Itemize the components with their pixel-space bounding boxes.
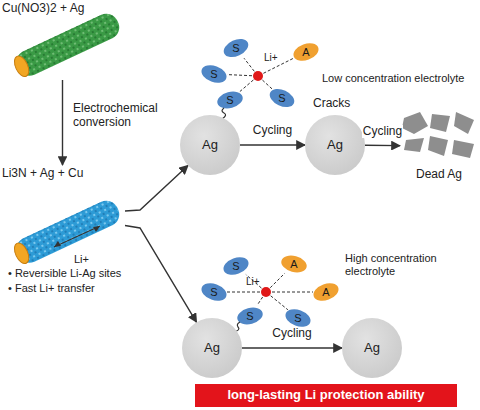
coordination-line: [272, 292, 313, 293]
annotation: High concentration electrolyte: [345, 252, 475, 277]
annotation: Li+: [246, 276, 260, 288]
ag-particle: CracksAg: [305, 115, 365, 175]
coordination-line: [270, 273, 285, 288]
coordination-line: [246, 275, 262, 289]
connector-arrow: [242, 347, 342, 348]
node-text: Ag: [202, 138, 218, 153]
annotation: • Fast Li+ transfer: [8, 282, 95, 295]
annotation: • Reversible Li-Ag sites: [8, 267, 121, 280]
ion-letter: S: [246, 310, 253, 323]
coordination-line: [262, 80, 272, 89]
figure-node: Dead Ag: [400, 110, 478, 182]
ion-letter: S: [210, 286, 217, 299]
node-text: Li+: [74, 253, 89, 266]
annotation: Li+: [264, 52, 278, 64]
ag-particle: Ag: [180, 115, 240, 175]
edge-label: Cycling: [271, 327, 312, 341]
dead-ag-fragments: [402, 112, 474, 158]
edge-label: Electrochemical conversion: [72, 102, 154, 130]
coordination-line: [257, 297, 262, 305]
ag-particle: Ag: [182, 318, 242, 378]
connector-arrow: [365, 145, 400, 147]
green-nanotube: [11, 10, 123, 81]
node-text: Cu(NO3)2 + Ag: [2, 2, 84, 16]
ion-letter: A: [302, 46, 309, 59]
ion-letter: S: [232, 42, 239, 55]
highlight-box: long-lasting Li protection ability: [195, 384, 457, 407]
coordination-line: [240, 80, 254, 92]
ion-letter: S: [232, 260, 239, 273]
connector-arrow: [125, 225, 197, 322]
node-text: Li3N + Ag + Cu: [2, 167, 83, 181]
node-text: Dead Ag: [416, 168, 462, 182]
ion-letter: S: [294, 312, 301, 325]
node-text: Ag: [204, 341, 220, 356]
edge-label: Cycling: [362, 125, 403, 139]
ion-letter: A: [290, 258, 297, 271]
coordination-line: [227, 292, 260, 293]
figure-node: Li3N + Ag + Cu Li+: [0, 165, 125, 265]
ion-letter: S: [278, 92, 285, 105]
annotation: Low concentration electrolyte: [322, 72, 472, 85]
connector-arrow: [62, 80, 63, 165]
node-text: Ag: [327, 138, 343, 153]
ion-letter: A: [322, 286, 329, 299]
edge-label: Cycling: [252, 124, 293, 138]
coordination-line: [227, 75, 252, 76]
node-text: Cracks: [313, 97, 350, 111]
low-conc-cluster: [199, 35, 321, 119]
blue-nanotube: [11, 197, 123, 268]
connector-arrow: [240, 144, 305, 145]
li-transfer-arrow: [54, 226, 100, 247]
li-transfer-arrowheads: [54, 226, 100, 247]
ion-letter: S: [226, 94, 233, 107]
ag-particle: Ag: [342, 318, 402, 378]
figure-node: Cu(NO3)2 + Ag: [0, 0, 125, 80]
node-text: long-lasting Li protection ability: [227, 388, 424, 403]
node-text: Ag: [364, 341, 380, 356]
ion-letter: S: [210, 68, 217, 81]
coordination-line: [271, 296, 288, 310]
coordination-line: [244, 58, 254, 71]
connector-arrow: [125, 165, 188, 211]
